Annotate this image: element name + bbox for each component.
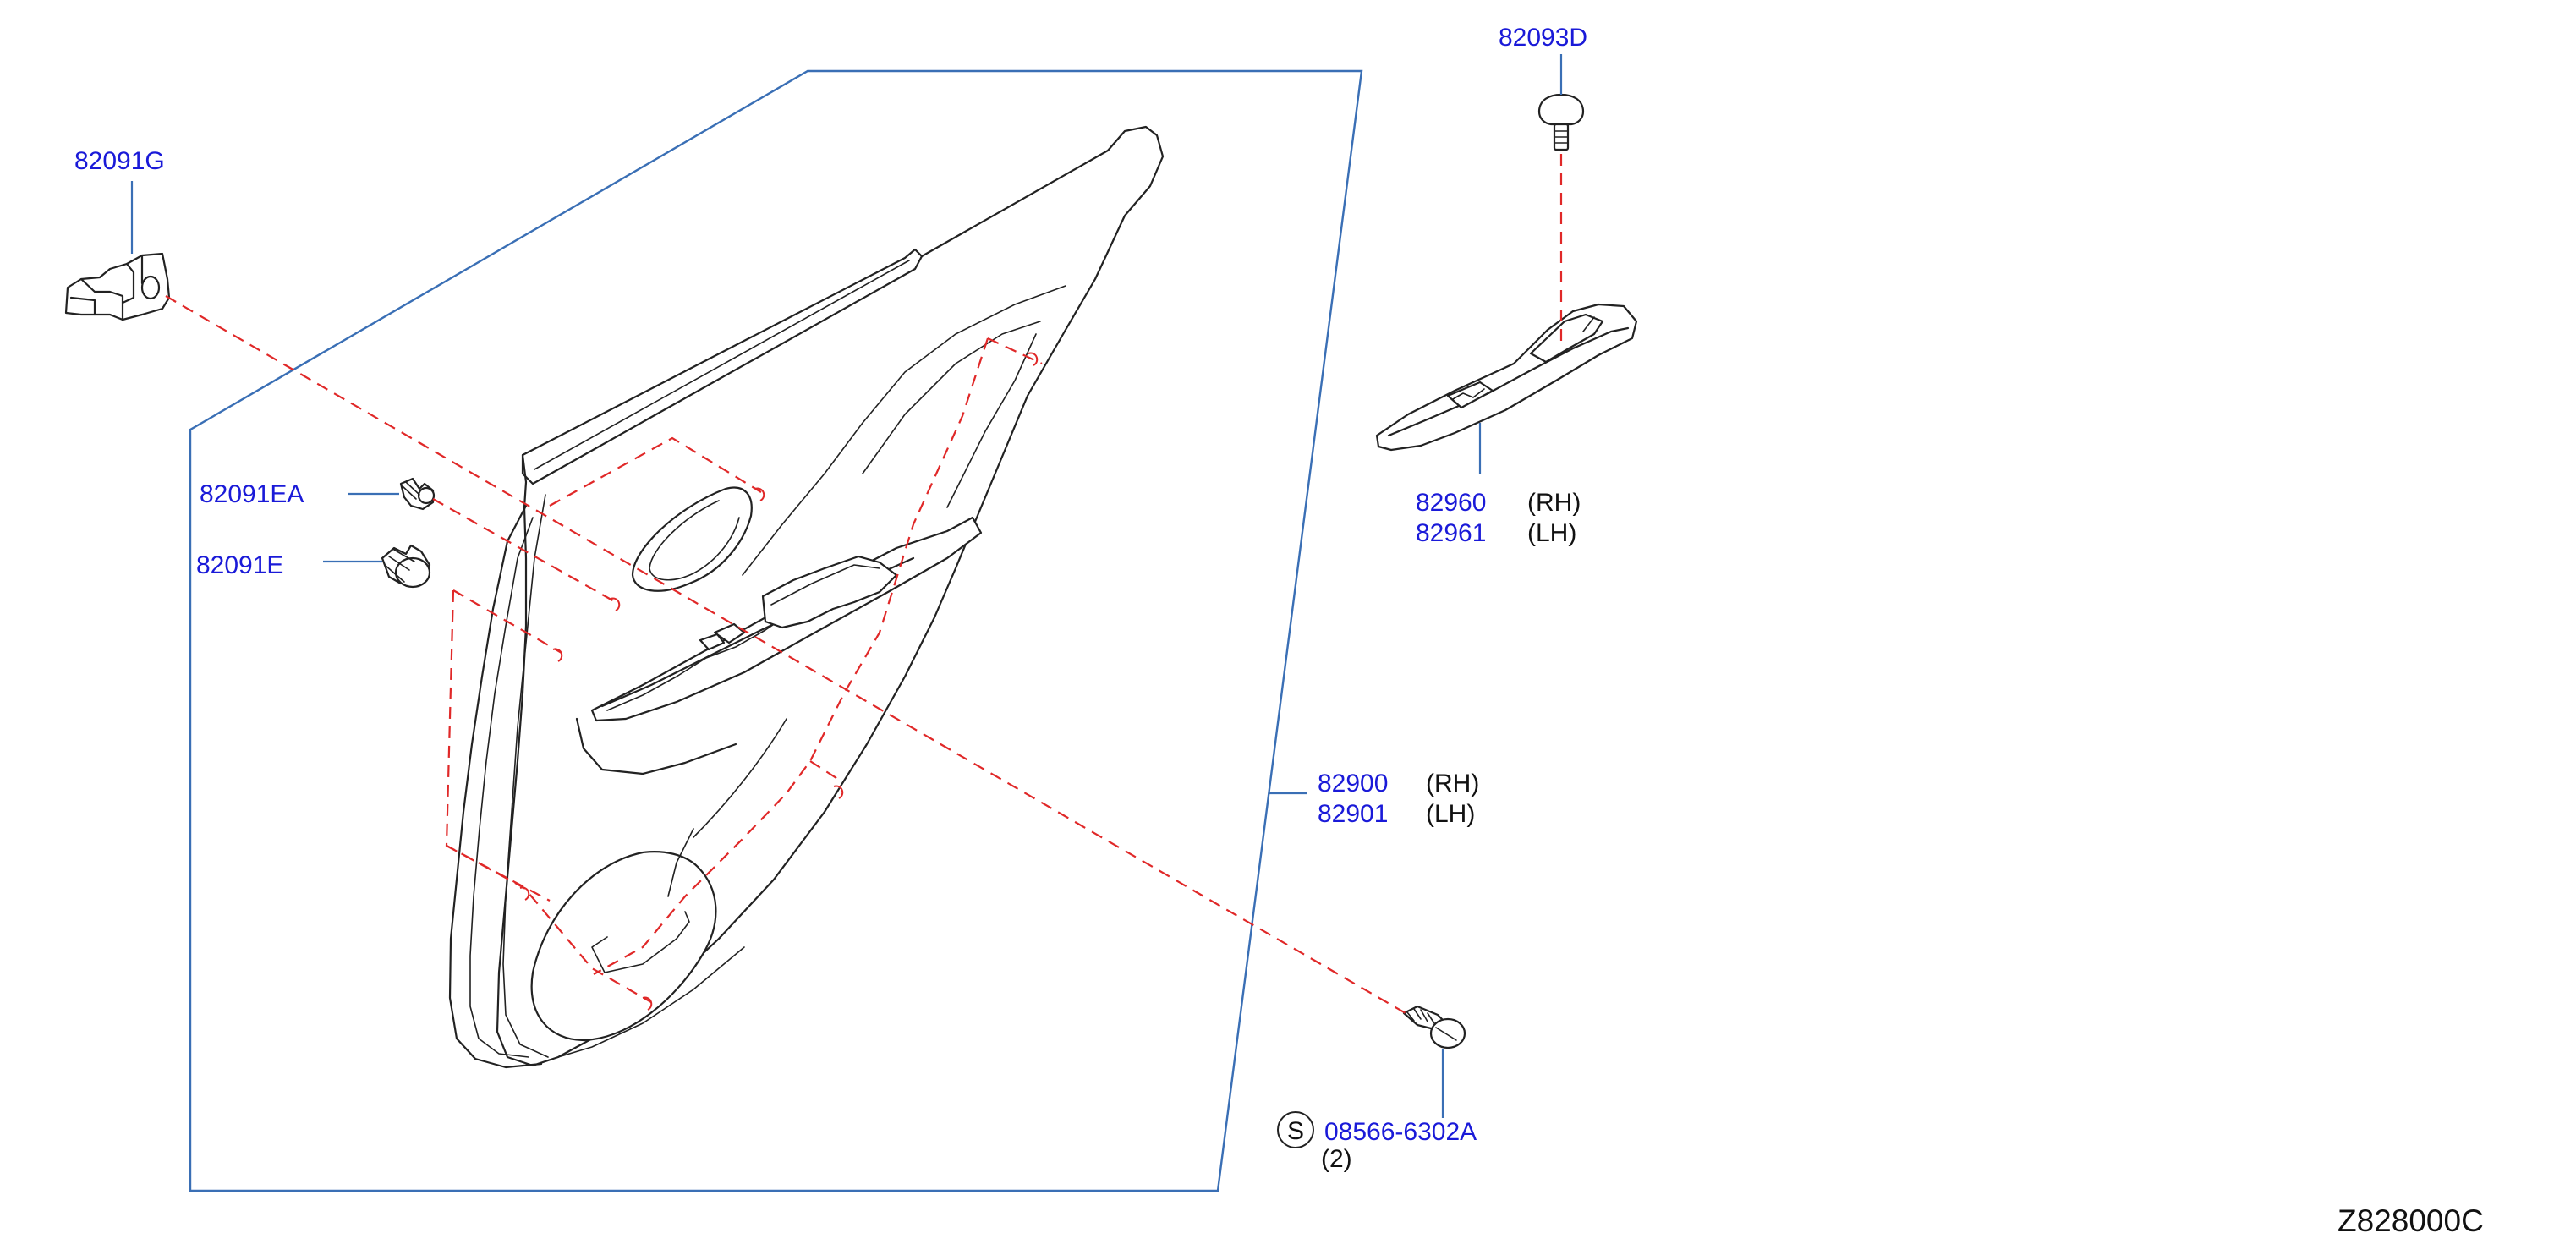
part-label-82093d[interactable]: 82093D bbox=[1499, 24, 1587, 52]
part-label-82091e[interactable]: 82091E bbox=[196, 551, 283, 579]
quantity-note: (2) bbox=[1321, 1145, 1352, 1173]
leader-lines bbox=[130, 54, 1563, 1118]
part-label-82091ea[interactable]: 82091EA bbox=[200, 480, 304, 508]
part-label-82900[interactable]: 82900 bbox=[1318, 770, 1388, 797]
retainer-bracket-82091g[interactable] bbox=[64, 252, 171, 321]
side-label-82961: (LH) bbox=[1527, 519, 1576, 547]
side-label-82901: (LH) bbox=[1426, 800, 1475, 828]
switch-finisher-82960[interactable] bbox=[1375, 303, 1638, 452]
part-label-82961[interactable]: 82961 bbox=[1416, 519, 1486, 547]
assembly-lines bbox=[165, 154, 1563, 1014]
clip-holes bbox=[519, 352, 1039, 1011]
svg-text:S: S bbox=[1287, 1117, 1304, 1145]
side-label-82900: (RH) bbox=[1426, 770, 1479, 797]
door-finisher-panel[interactable] bbox=[448, 125, 1165, 1069]
part-label-82901[interactable]: 82901 bbox=[1318, 800, 1388, 828]
part-label-82091g[interactable]: 82091G bbox=[74, 147, 165, 175]
standard-part-symbol: S bbox=[1277, 1111, 1314, 1148]
clip-82091ea[interactable] bbox=[399, 477, 436, 511]
part-label-82960[interactable]: 82960 bbox=[1416, 489, 1486, 517]
screw-82093d[interactable] bbox=[1537, 93, 1585, 151]
assembly-frame bbox=[189, 69, 1363, 1192]
screw-08566[interactable] bbox=[1402, 1005, 1466, 1049]
figure-code: Z828000C bbox=[2338, 1203, 2484, 1238]
side-label-82960: (RH) bbox=[1527, 489, 1581, 517]
part-label-08566-6302a[interactable]: 08566-6302A bbox=[1324, 1118, 1477, 1146]
clip-82091e[interactable] bbox=[381, 544, 431, 589]
